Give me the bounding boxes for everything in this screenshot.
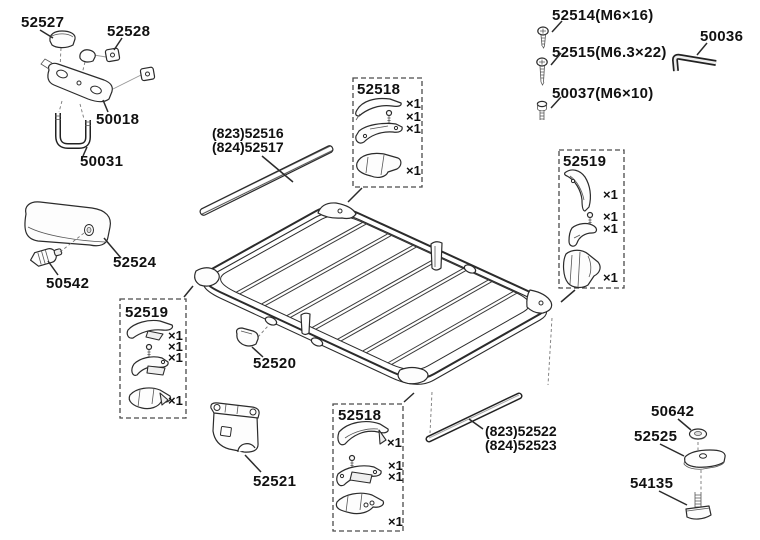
part-52516-strip-drawing — [199, 145, 334, 216]
part-52522-strip-drawing — [425, 392, 523, 443]
part-52519L-flat-drawing — [126, 319, 174, 341]
part-52519-screw-drawing — [586, 211, 594, 226]
qty-52519-left-4: ×1 — [168, 393, 183, 408]
part-54135-tbolt-drawing — [685, 492, 712, 520]
qty-52518-bot-1: ×1 — [387, 435, 402, 450]
part-52519L-screw-drawing — [145, 343, 153, 358]
basket-slats — [236, 222, 518, 366]
part-52518-fin-drawing — [355, 97, 402, 121]
label-52520: 52520 — [253, 355, 296, 372]
group-lock-cover: 52524 50542 — [24, 201, 157, 292]
part-52518-bracket-drawing — [355, 122, 403, 144]
kit-box-52518-bottom: 52518 ×1 ×1 ×1 ×1 — [332, 392, 415, 532]
part-52528-nut-drawings — [104, 47, 156, 82]
label-50018: 50018 — [96, 111, 139, 128]
part-52518B-screw-drawing — [348, 454, 356, 469]
kit-box-52518-top: 52518 ×1 ×1 ×1 ×1 — [347, 77, 423, 203]
part-52518-screw-drawing — [385, 109, 393, 125]
qty-52519-right-4: ×1 — [603, 270, 618, 285]
part-52518B-fin-drawing — [337, 421, 389, 446]
qty-52519-left-1: ×1 — [168, 328, 183, 343]
qty-52518-bot-2: ×1 — [388, 458, 403, 473]
part-50542-lock-drawing — [29, 248, 63, 267]
part-52525-block-drawing — [683, 449, 726, 470]
part-52519L-bracket-drawing — [131, 356, 169, 376]
label-52517: (824)52517 — [212, 139, 284, 155]
part-52519-molded-drawing — [562, 249, 601, 289]
kit-box-52519-right: 52519 ×1 ×1 ×1 ×1 — [558, 149, 625, 303]
label-52515: 52515(M6.3×22) — [552, 44, 667, 61]
qty-52519-left-3: ×1 — [168, 350, 183, 365]
part-50031-ubolt-drawing — [55, 113, 91, 149]
part-52527-cap-drawing — [49, 30, 76, 49]
label-52528: 52528 — [107, 23, 150, 40]
label-52522: (823)52522 — [485, 423, 557, 439]
label-52516: (823)52516 — [212, 125, 284, 141]
part-52519-fin-drawing — [564, 169, 591, 212]
qty-52519-right-2: ×1 — [603, 209, 618, 224]
label-52514: 52514(M6×16) — [552, 7, 654, 24]
part-52518B-molded-drawing — [335, 492, 385, 515]
part-52518B-bracket-drawing — [336, 465, 382, 487]
part-cap-small-drawing — [79, 49, 96, 63]
label-52525: 52525 — [634, 428, 677, 445]
part-50036-hex-key-drawing — [672, 53, 717, 72]
label-52527: 52527 — [21, 14, 64, 31]
part-50642-nut-drawing — [688, 428, 708, 440]
part-50018-bracket-drawing — [40, 58, 113, 103]
part-52515-screw-drawing — [536, 57, 548, 86]
label-50642: 50642 — [651, 403, 694, 420]
qty-52518-top-4: ×1 — [406, 163, 421, 178]
label-52524: 52524 — [113, 254, 157, 271]
label-52518-bottom: 52518 — [338, 407, 381, 424]
group-tbolt-kit: 50642 52525 54135 — [630, 403, 726, 520]
qty-52518-bot-3: ×1 — [388, 469, 403, 484]
part-52514-screw-drawing — [537, 26, 549, 49]
label-52519-right: 52519 — [563, 153, 606, 170]
qty-52518-top-3: ×1 — [406, 121, 421, 136]
qty-52518-top-2: ×1 — [406, 109, 421, 124]
qty-52518-bot-4: ×1 — [388, 514, 403, 529]
group-fasteners: 52514(M6×16) 52515(M6.3×22) 50037(M6×10)… — [536, 7, 743, 120]
part-52519-bracket-drawing — [568, 222, 598, 247]
qty-52519-right-1: ×1 — [603, 187, 618, 202]
group-mounting-kit: 52527 52528 50018 50031 — [21, 14, 156, 170]
label-50031: 50031 — [80, 153, 123, 170]
qty-52518-top-1: ×1 — [406, 96, 421, 111]
label-52518-top: 52518 — [357, 81, 400, 98]
cargo-basket-body — [194, 202, 553, 434]
part-52520-clip-drawing — [235, 327, 259, 347]
part-52519L-molded-drawing — [128, 387, 172, 410]
label-52523: (824)52523 — [485, 437, 557, 453]
group-52521: 52521 — [210, 402, 296, 490]
label-52521: 52521 — [253, 473, 296, 490]
part-50037-screw-drawing — [536, 100, 548, 120]
part-52518-molded-drawing — [356, 152, 402, 178]
part-52521-bracket-drawing — [210, 402, 260, 453]
kit-box-52519-left: 52519 ×1 ×1 ×1 ×1 — [119, 285, 194, 419]
label-50037: 50037(M6×10) — [552, 85, 654, 102]
label-52519-left: 52519 — [125, 304, 168, 321]
label-50036: 50036 — [700, 28, 743, 45]
qty-52519-left-2: ×1 — [168, 339, 183, 354]
basket-corner-caps — [194, 202, 553, 385]
group-52520: 52520 — [235, 325, 296, 372]
label-54135: 54135 — [630, 475, 673, 492]
qty-52519-right-3: ×1 — [603, 221, 618, 236]
part-52524-cover-drawing — [24, 201, 111, 247]
label-50542: 50542 — [46, 275, 89, 292]
basket-rail-details — [264, 241, 477, 347]
